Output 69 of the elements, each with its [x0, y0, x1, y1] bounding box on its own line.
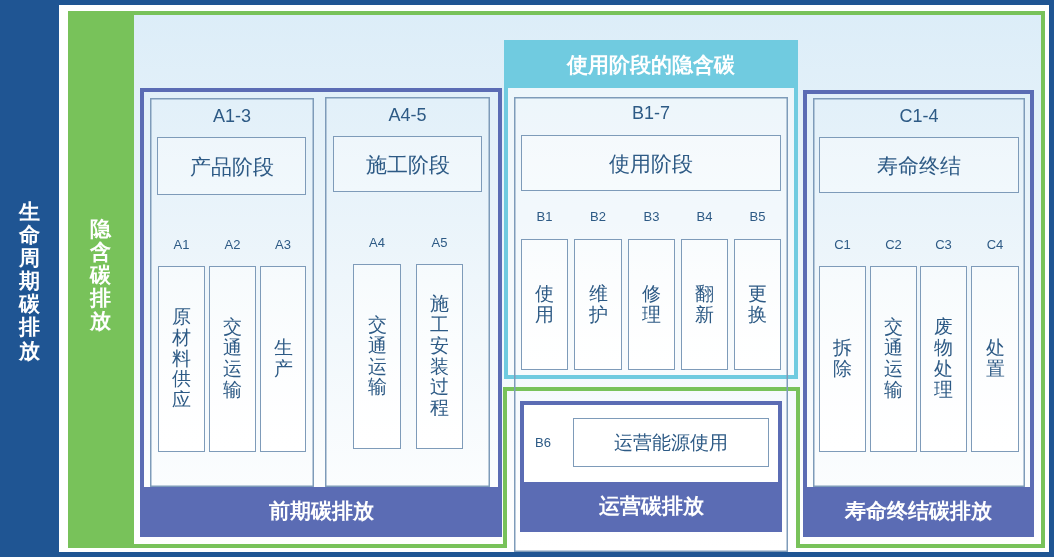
stage-code-label: A2	[224, 236, 241, 254]
process-column-box	[870, 266, 917, 452]
process-column-box	[353, 264, 401, 449]
process-name: 交通运输	[884, 317, 903, 401]
process-column-box	[819, 266, 866, 452]
stage-title: 使用阶段	[609, 152, 693, 174]
process-name: 运营能源使用	[614, 433, 728, 452]
process-name: 修理	[642, 283, 661, 326]
process-name: 翻新	[695, 283, 714, 326]
stage-code-label: A4	[369, 234, 385, 252]
process-name: 处置	[985, 338, 1005, 380]
stage-title-box	[521, 135, 781, 191]
band-title: 使用阶段的隐含碳	[567, 53, 735, 75]
process-column-box	[574, 239, 622, 370]
stage-code-label: C3	[935, 236, 952, 254]
stage-code-label: B3	[643, 208, 660, 226]
process-name: 更换	[748, 283, 767, 326]
stage-title: 施工阶段	[365, 153, 450, 175]
process-column-box	[416, 264, 463, 449]
stage-title: 寿命终结	[877, 154, 961, 176]
process-column-box	[521, 239, 568, 370]
stage-code-label: B6	[535, 433, 551, 452]
stage-code-heading: A1-3	[213, 105, 251, 127]
stage-code-heading: B1-7	[632, 102, 670, 124]
process-name: 交通运输	[223, 317, 242, 401]
process-name: 使用	[535, 283, 554, 326]
group-panel	[520, 401, 782, 532]
process-column-box	[628, 239, 675, 370]
stage-panel	[813, 98, 1025, 487]
process-column-box	[971, 266, 1019, 452]
process-column-box	[158, 266, 205, 452]
process-column-box	[734, 239, 781, 370]
process-column-box	[209, 266, 256, 452]
stage-code-heading: C1-4	[899, 105, 939, 127]
process-name: 拆除	[833, 338, 852, 380]
stage-code-label: B4	[696, 208, 713, 226]
process-name: 废物处理	[934, 317, 953, 401]
process-name: 施工安装过程	[430, 293, 449, 420]
band-title: 前期碳排放	[268, 499, 374, 521]
group-panel	[803, 90, 1034, 537]
stage-code-label: C1	[834, 236, 851, 254]
process-column-box	[260, 266, 306, 452]
vertical-band-label: 隐含碳排放	[90, 217, 111, 333]
stage-code-label: C2	[885, 236, 902, 254]
stage-code-label: C4	[986, 236, 1004, 254]
stage-panel	[325, 97, 490, 487]
stage-code-label: B5	[749, 208, 766, 226]
stage-code-heading: A4-5	[388, 104, 427, 126]
stage-panel	[150, 98, 314, 487]
stage-code-label: B1	[536, 208, 553, 226]
band-title: 运营碳排放	[598, 494, 704, 516]
process-box	[573, 418, 769, 467]
stage-title: 产品阶段	[189, 155, 274, 177]
process-name: 交通运输	[367, 314, 387, 399]
stage-code-label: A3	[275, 236, 291, 254]
stage-code-label: A5	[431, 234, 448, 252]
process-column-box	[920, 266, 967, 452]
stage-title-box	[819, 137, 1019, 193]
group-panel	[140, 88, 502, 537]
stage-code-label: A1	[173, 236, 190, 254]
process-column-box	[681, 239, 728, 370]
stage-title-box	[157, 137, 306, 195]
stage-title-box	[333, 136, 482, 192]
process-name: 生产	[273, 338, 293, 380]
stage-code-label: B2	[590, 208, 606, 226]
vertical-band-label: 生命周期碳排放	[19, 200, 40, 362]
process-name: 维护	[588, 283, 608, 326]
process-name: 原材料供应	[172, 306, 191, 412]
band-title: 寿命终结碳排放	[845, 499, 992, 521]
